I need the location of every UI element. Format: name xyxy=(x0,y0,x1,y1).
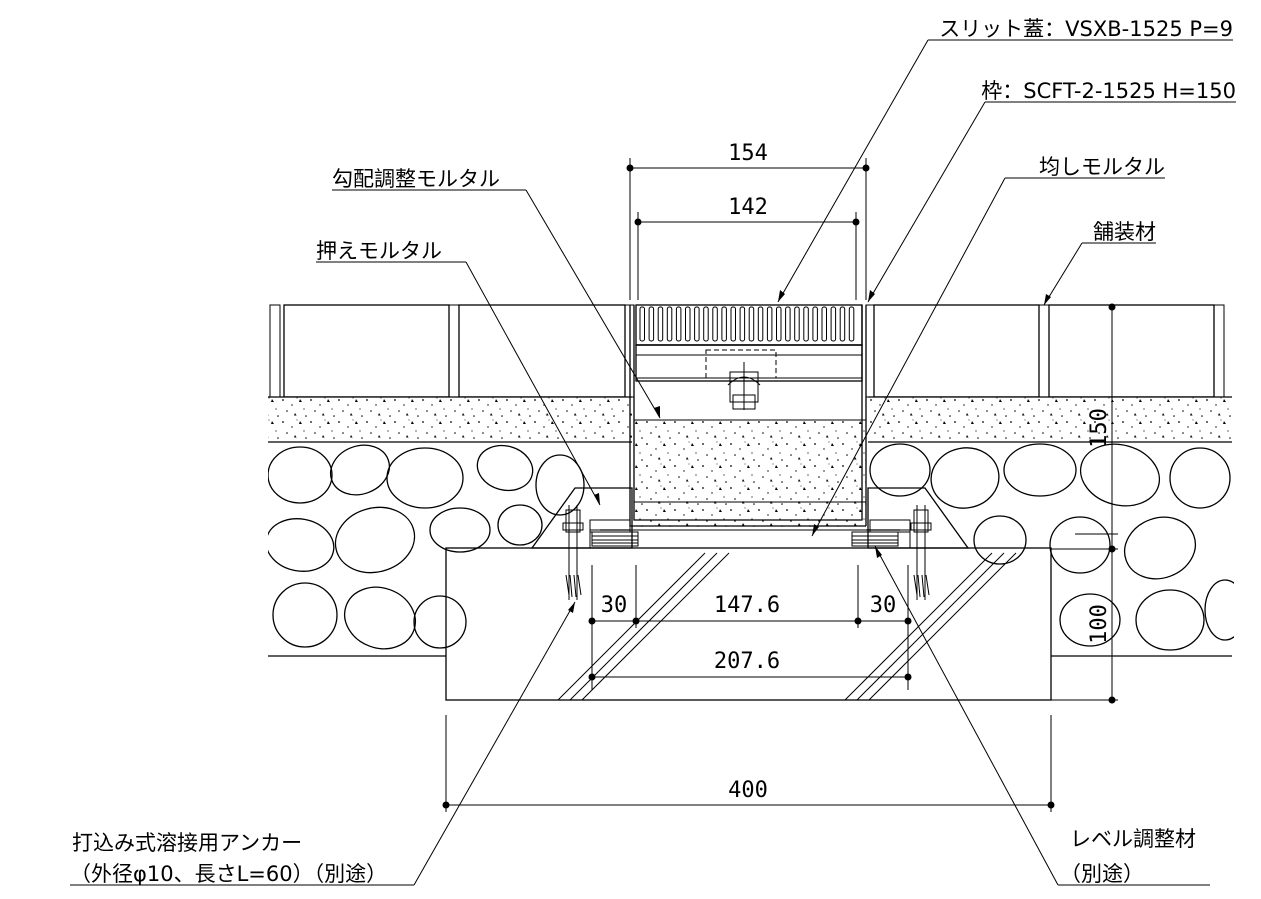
slit-cover xyxy=(635,304,863,410)
grating-bar xyxy=(685,306,691,342)
crushed-stone-layer xyxy=(268,443,1234,651)
dim-150: 150 xyxy=(1087,408,1112,448)
grating-bar xyxy=(648,306,655,342)
grating-bar xyxy=(803,306,809,342)
leader-lines xyxy=(70,39,1236,886)
label-level-adjuster-line1: レベル調整材 xyxy=(1070,827,1196,851)
label-anchor-line1: 打込み式溶接用アンカー xyxy=(72,831,302,855)
grating-bar xyxy=(812,306,818,342)
grating-bar xyxy=(675,306,682,342)
label-anchor-line2: （外径φ10、長さL=60）（別途） xyxy=(70,862,387,886)
grating-bar xyxy=(694,306,700,342)
grating-bar xyxy=(766,306,773,342)
label-frame: 枠：SCFT-2-1525 H=150 xyxy=(981,79,1236,103)
grating-bar xyxy=(776,306,782,342)
dim-147-6: 147.6 xyxy=(714,593,780,618)
dim-400: 400 xyxy=(728,778,768,803)
grating-bar xyxy=(666,306,673,342)
label-slope-mortar: 勾配調整モルタル xyxy=(332,167,500,191)
grating-bar xyxy=(721,306,727,342)
grating-bar xyxy=(785,306,791,342)
bedding-layer xyxy=(268,396,1232,443)
drain-frame xyxy=(589,305,911,533)
label-level-adjuster-line2: （別途） xyxy=(1060,862,1144,886)
anchor-right xyxy=(910,505,932,600)
label-leveling-mortar: 均しモルタル xyxy=(1039,155,1165,179)
grating-bar xyxy=(657,306,664,342)
grating-bar xyxy=(821,306,827,342)
grating-bar xyxy=(794,306,800,342)
grating-bar xyxy=(703,306,709,342)
dim-142: 142 xyxy=(728,195,768,220)
grating-bar xyxy=(639,306,645,342)
dim-100: 100 xyxy=(1087,604,1112,644)
grating-bar xyxy=(730,306,736,342)
grating-bar xyxy=(712,306,718,342)
dim-207-6: 207.6 xyxy=(714,649,780,674)
level-adjusters xyxy=(591,531,899,547)
grating-bar xyxy=(839,306,846,342)
label-holding-mortar: 押えモルタル xyxy=(316,239,442,263)
dim-30-right: 30 xyxy=(870,593,897,618)
anchor-left xyxy=(562,505,584,600)
dim-154: 154 xyxy=(728,141,768,166)
grating-bar xyxy=(739,306,746,342)
grating-bar xyxy=(748,306,755,342)
label-paving: 舗装材 xyxy=(1093,220,1156,244)
label-slit-cover: スリット蓋：VSXB-1525 P=9 xyxy=(939,17,1233,41)
grating-bar xyxy=(757,306,764,342)
dim-30-left: 30 xyxy=(601,593,628,618)
grating-bar xyxy=(848,306,855,342)
grating-bar xyxy=(830,306,837,342)
dimension-lines xyxy=(442,158,1118,812)
paving-layer xyxy=(269,304,1225,398)
leveling-mortar xyxy=(589,529,911,549)
